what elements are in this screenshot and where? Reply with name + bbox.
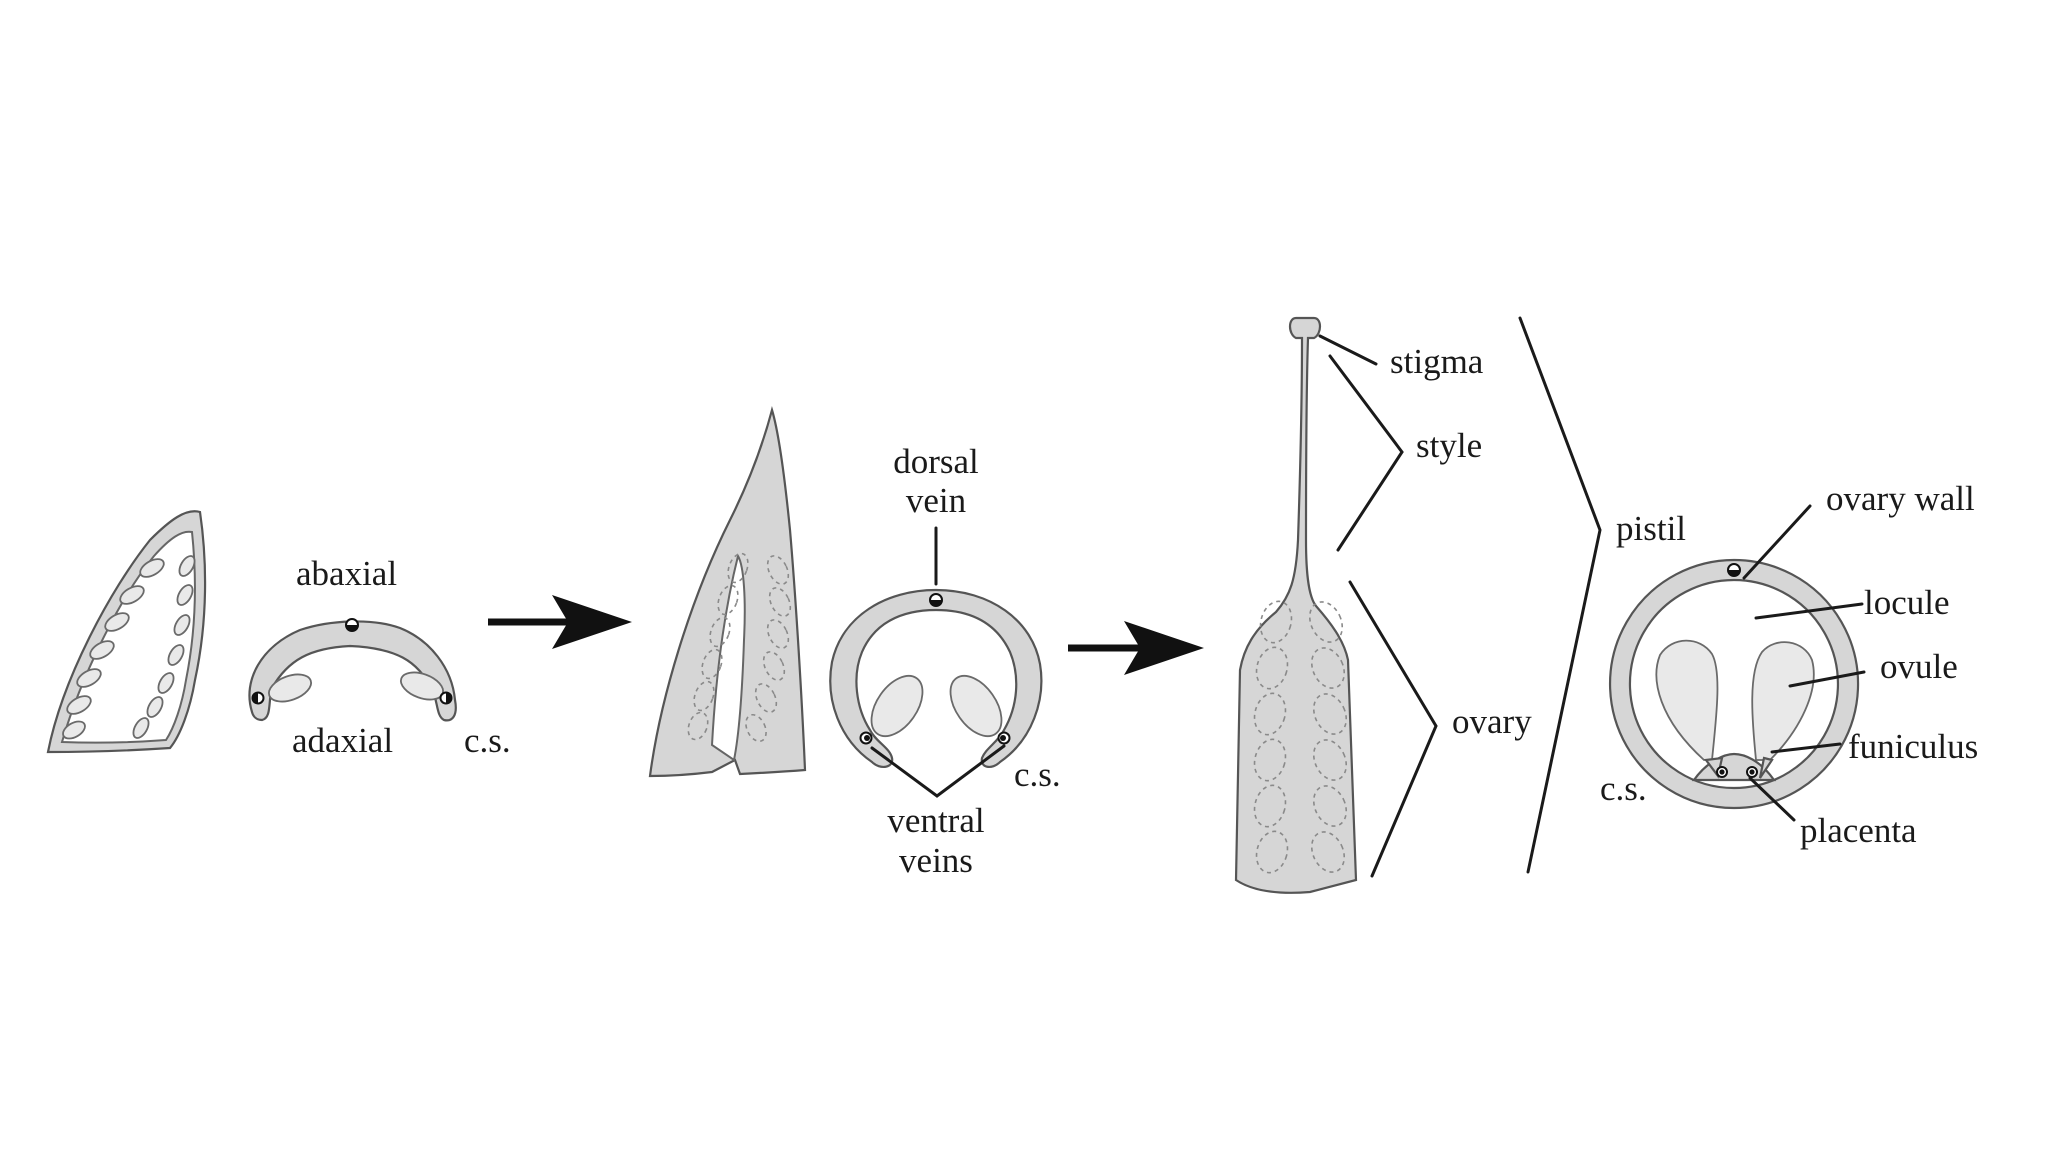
label-cs-2: c.s. — [1014, 755, 1061, 794]
label-stigma: stigma — [1390, 342, 1484, 381]
label-ventral-veins-line2: veins — [899, 841, 973, 880]
ventral-vein-dots-2 — [859, 731, 1011, 745]
arrow-icon-2 — [1068, 621, 1204, 675]
label-style: style — [1416, 426, 1482, 465]
cross-section-open — [248, 618, 457, 722]
label-ventral-veins-line1: ventral — [887, 801, 984, 840]
bracket-style — [1328, 354, 1404, 552]
folding-carpel-ovules — [687, 552, 792, 743]
dorsal-vein-dot — [345, 618, 359, 632]
label-ovule: ovule — [1880, 647, 1958, 686]
leader-ovary-wall — [1742, 504, 1812, 580]
ovule-left — [1655, 639, 1719, 761]
label-abaxial: abaxial — [296, 554, 397, 593]
label-cs-1: c.s. — [464, 721, 511, 760]
leader-ovule — [1788, 670, 1866, 688]
label-cs-3: c.s. — [1600, 769, 1647, 808]
label-dorsal-vein-line1: dorsal — [893, 442, 979, 481]
leader-ventral-veins — [870, 744, 1006, 798]
pistil — [1234, 316, 1358, 894]
leader-locule — [1754, 602, 1864, 620]
megasporophyll-leaf — [46, 510, 207, 754]
label-placenta: placenta — [1800, 811, 1917, 850]
cross-section-closing — [829, 526, 1043, 798]
label-ovary: ovary — [1452, 702, 1532, 741]
dorsal-vein-dot-3 — [1727, 563, 1741, 577]
ovule-right — [1751, 641, 1815, 761]
ventral-vein-dots — [251, 691, 453, 705]
label-ovary-wall: ovary wall — [1826, 479, 1975, 518]
leader-placenta — [1748, 776, 1796, 822]
arrow-icon — [488, 595, 632, 649]
leaf-ovules — [62, 555, 196, 740]
pistil-ovules — [1253, 600, 1348, 874]
dorsal-vein-dot-2 — [929, 593, 943, 607]
folding-carpel — [648, 405, 807, 778]
cross-section-ovary — [1608, 558, 1860, 810]
bracket-pistil — [1518, 316, 1602, 874]
leader-funiculus — [1770, 742, 1842, 754]
bracket-ovary — [1348, 580, 1438, 878]
ventral-vein-dots-3 — [1716, 766, 1758, 778]
leader-stigma — [1318, 334, 1378, 366]
label-funiculus: funiculus — [1848, 727, 1978, 766]
label-dorsal-vein-line2: vein — [906, 481, 966, 520]
label-locule: locule — [1864, 583, 1950, 622]
label-adaxial: adaxial — [292, 721, 393, 760]
label-pistil: pistil — [1616, 509, 1686, 548]
